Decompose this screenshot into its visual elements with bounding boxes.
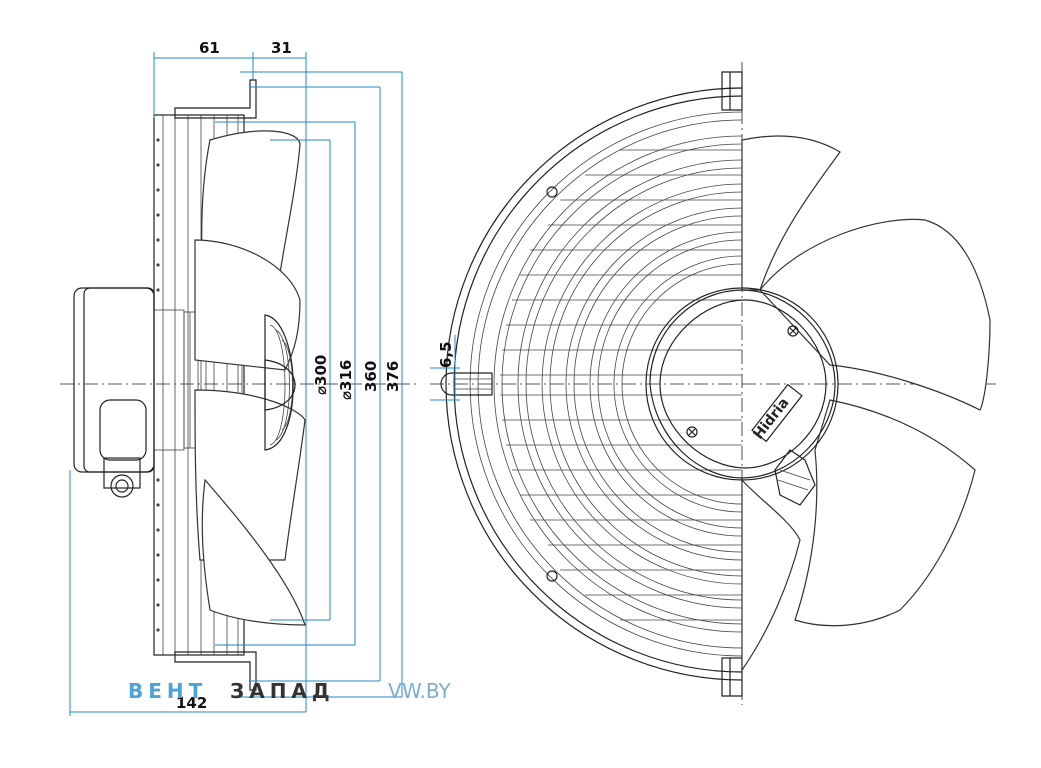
impeller-blades — [741, 135, 991, 672]
blade-front-3 — [794, 399, 976, 627]
dim-360: 360 — [362, 361, 380, 392]
rotor-hub-side — [264, 314, 296, 451]
side-dimension-lines — [69, 52, 403, 716]
rivet-column — [156, 138, 160, 632]
blade-front-2 — [759, 218, 991, 411]
guard-wires — [500, 149, 742, 621]
watermark-part1: ВЕНТ — [128, 679, 207, 703]
watermark-part2: ЗАПАД — [230, 679, 335, 703]
dim-300: ⌀300 — [312, 355, 330, 395]
blade-front-4 — [741, 478, 801, 672]
watermark: ВЕНТ ЗАПАД V W.BY — [128, 679, 451, 703]
motor-housing-front — [645, 287, 839, 506]
cable-gland — [99, 399, 147, 498]
dim-316: ⌀316 — [337, 360, 355, 400]
side-view: 61 31 142 ⌀300 ⌀316 360 376 — [60, 39, 420, 716]
dim-61: 61 — [199, 39, 220, 57]
blade-side-middle — [194, 239, 301, 371]
dim-31: 31 — [271, 39, 292, 57]
watermark-domain-prefix: V — [388, 679, 402, 703]
watermark-domain-suffix: W.BY — [402, 679, 451, 703]
front-view: 6,5 Hidria — [430, 62, 1000, 705]
guard-rings — [445, 87, 743, 681]
dim-376: 376 — [384, 361, 402, 392]
dim-6-5: 6,5 — [437, 341, 455, 368]
blade-front-1 — [741, 135, 841, 291]
blade-side-bottom — [201, 478, 306, 626]
mounting-slot — [430, 335, 493, 401]
dim-142: 142 — [176, 694, 207, 712]
